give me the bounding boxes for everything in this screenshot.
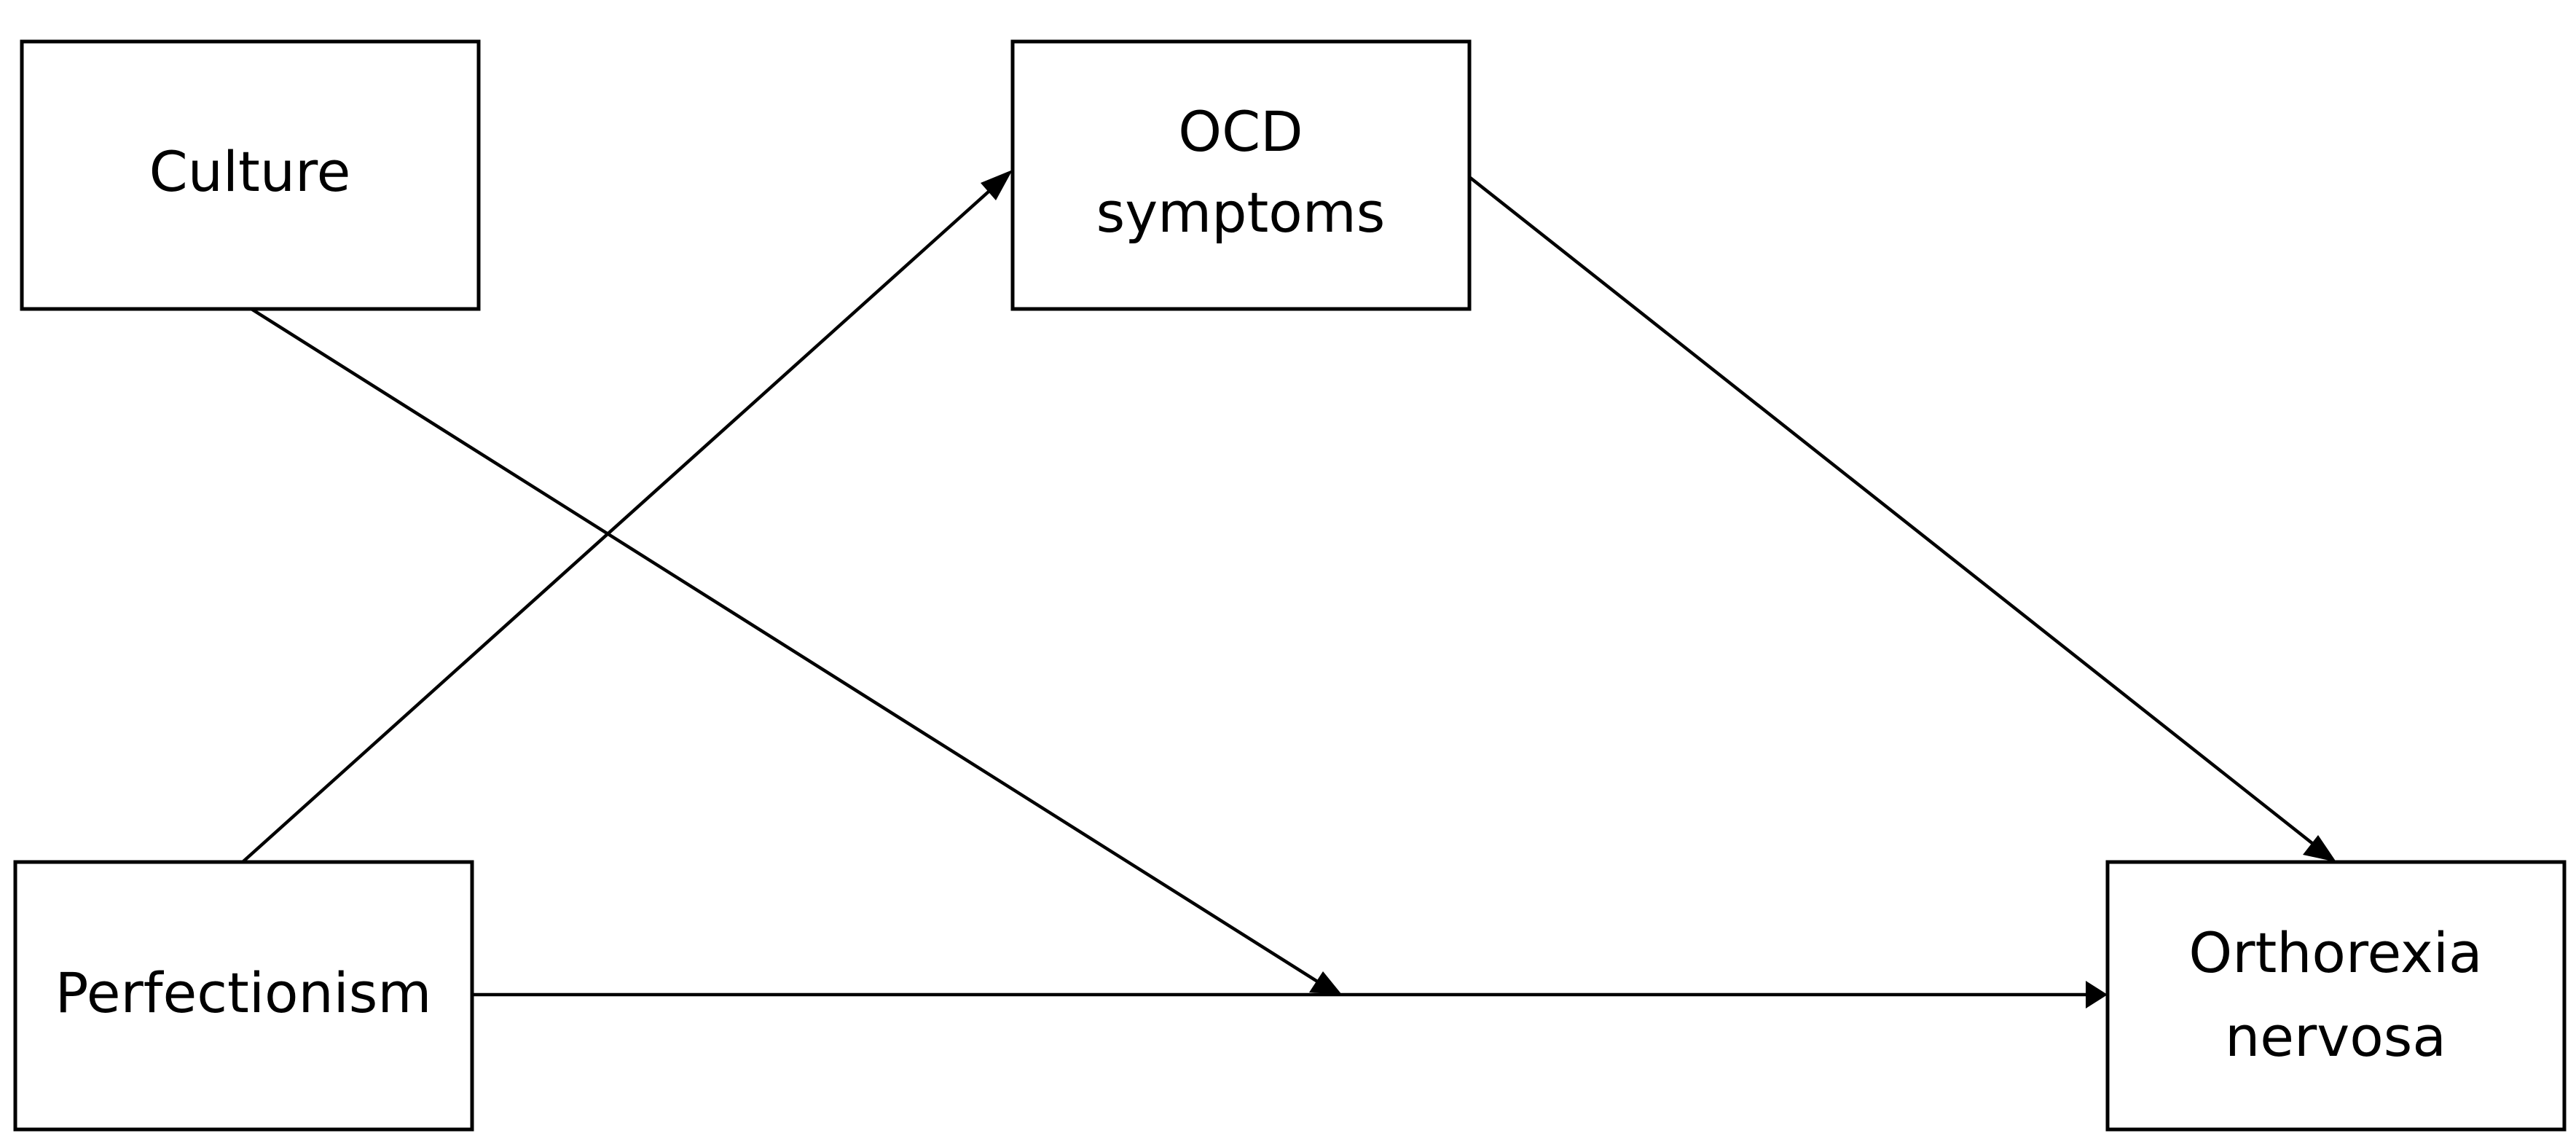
- node-ocd-symptoms: OCD symptoms: [1010, 39, 1472, 311]
- arrowhead-moderation: [1309, 971, 1342, 995]
- edges: [241, 170, 2336, 1008]
- arrowhead-orthorexia-top: [2303, 835, 2336, 862]
- arrowhead-orthorexia-left: [2086, 981, 2108, 1008]
- edge-culture-moderation: [250, 307, 1320, 984]
- node-culture: Culture: [20, 39, 481, 311]
- node-perfectionism: Perfectionism: [13, 860, 474, 1132]
- orthorexia-nervosa-box: [2105, 860, 2567, 1132]
- culture-label: Culture: [149, 139, 351, 204]
- orthorexia-nervosa-label-line1: Orthorexia: [2188, 920, 2482, 985]
- perfectionism-box: [13, 860, 474, 1132]
- ocd-symptoms-label-line2: symptoms: [1096, 180, 1386, 245]
- node-orthorexia-nervosa: Orthorexia nervosa: [2105, 860, 2567, 1132]
- ocd-symptoms-label-line1: OCD: [1178, 99, 1303, 164]
- ocd-symptoms-box: [1010, 39, 1472, 311]
- edge-ocd-to-orthorexia: [1468, 176, 2318, 848]
- perfectionism-label: Perfectionism: [55, 960, 432, 1025]
- orthorexia-nervosa-label-line2: nervosa: [2225, 1004, 2446, 1069]
- edge-perfectionism-to-ocd: [241, 184, 997, 863]
- culture-box: [20, 39, 481, 311]
- arrowhead-ocd: [981, 170, 1013, 200]
